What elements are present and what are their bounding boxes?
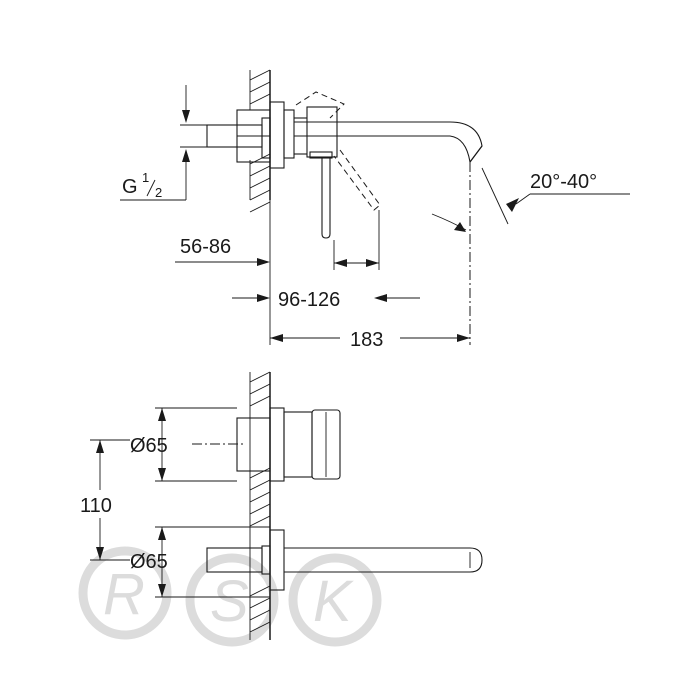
wall-section-upper [249, 69, 271, 213]
total-reach-dimension: 183 [270, 329, 470, 351]
angle-dimension: 20°-40° [431, 167, 630, 232]
total-reach-label: 183 [350, 329, 383, 351]
lower-diameter-label: Ø65 [130, 551, 168, 573]
handle-offset-dimension: 96-126 [232, 210, 420, 311]
wall-section-lower [249, 371, 271, 640]
lever-rotated-outline [295, 91, 381, 211]
wall-depth-dimension: 56-86 [175, 200, 271, 345]
watermark-letter-k: K [313, 569, 354, 634]
thread-fraction-denominator: 2 [155, 185, 162, 200]
front-handle-unit [236, 407, 341, 482]
front-view: Ø65 110 Ø65 [80, 371, 483, 640]
angle-range-label: 20°-40° [530, 171, 597, 193]
lever-handle [294, 106, 338, 239]
thread-size-label: G [122, 176, 138, 198]
thread-fraction-numerator: 1 [142, 170, 149, 185]
handle-offset-label: 96-126 [278, 289, 340, 311]
escutcheon-plate [261, 101, 295, 169]
front-spout-unit [206, 529, 483, 591]
watermark-letter-s: S [210, 569, 249, 634]
side-view: G 1 2 20°-40° 56-86 [120, 69, 630, 351]
spout [294, 121, 483, 345]
watermark-letter-r: R [103, 562, 145, 627]
upper-diameter-label: Ø65 [130, 435, 168, 457]
upper-diameter-dimension: Ø65 [130, 407, 245, 482]
wall-depth-label: 56-86 [180, 236, 231, 258]
concealed-body [206, 109, 271, 163]
spacing-label: 110 [80, 495, 112, 517]
spacing-dimension: 110 [80, 439, 130, 561]
watermark-logo: R S K [78, 546, 382, 647]
thread-dimension: G 1 2 [120, 85, 207, 201]
lower-diameter-dimension: Ø65 [130, 526, 270, 598]
